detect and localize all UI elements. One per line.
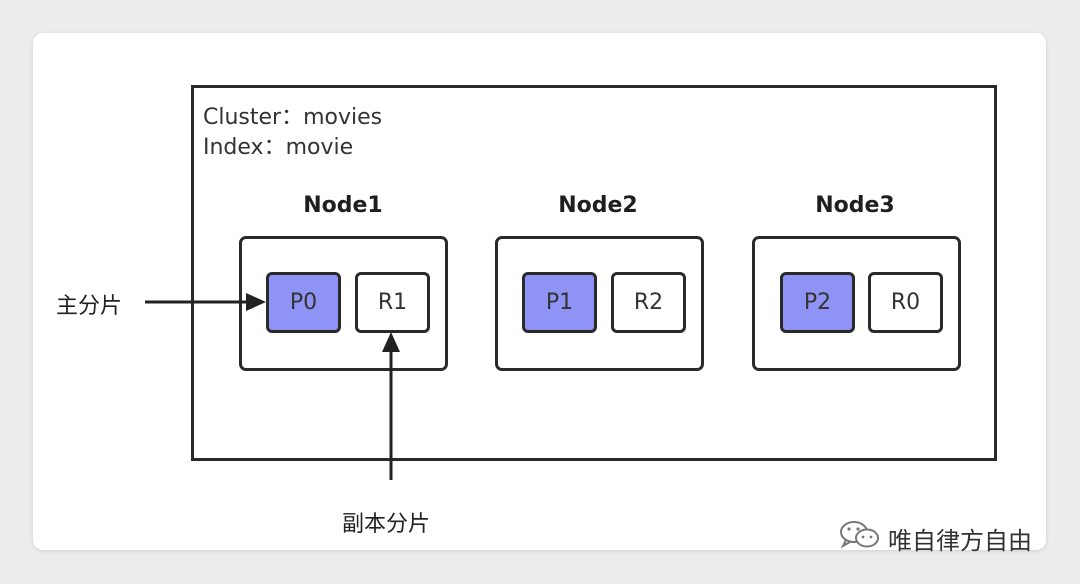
- cluster-name: Cluster：movies: [203, 105, 383, 130]
- node-title-2: Node2: [558, 193, 638, 218]
- primary-arrow: [145, 293, 266, 311]
- replica-shard-r2: R2: [611, 272, 686, 333]
- watermark-text: 唯自律方自由: [888, 526, 1032, 555]
- replica-shard-r0: R0: [868, 272, 943, 333]
- replica-shard-r1: R1: [355, 272, 430, 333]
- wechat-icon: [838, 518, 882, 558]
- primary-shard-p0: P0: [266, 272, 341, 333]
- node-title-3: Node3: [815, 193, 895, 218]
- primary-shard-label: 主分片: [56, 294, 123, 319]
- primary-shard-p1: P1: [522, 272, 597, 333]
- replica-arrow: [382, 332, 400, 480]
- node-title-1: Node1: [303, 193, 383, 218]
- cluster-meta: Cluster：movies Index：movie: [203, 103, 382, 163]
- replica-shard-label: 副本分片: [342, 512, 431, 537]
- index-name: Index：movie: [203, 135, 354, 160]
- watermark: 唯自律方自由: [838, 518, 1032, 558]
- primary-shard-p2: P2: [780, 272, 855, 333]
